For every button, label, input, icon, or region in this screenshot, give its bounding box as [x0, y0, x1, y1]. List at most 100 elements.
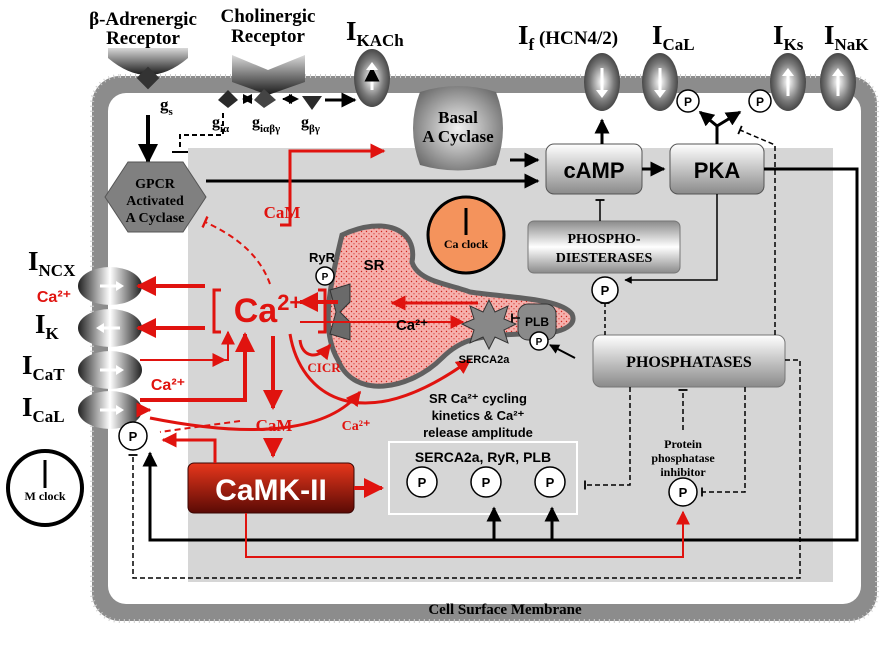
- icat-ca-line: [170, 330, 235, 361]
- pka-to-pde-p: [624, 194, 718, 284]
- icat-label: ICaT: [22, 350, 65, 384]
- sr-cycle-label-3: release amplitude: [423, 425, 533, 440]
- phospho-ryr: P: [315, 266, 335, 286]
- gbg-subunit: [302, 96, 322, 110]
- beta-receptor-label-2: Receptor: [106, 28, 180, 49]
- cholinergic-receptor: [232, 55, 305, 95]
- phosphatase-to-targets: [584, 387, 631, 490]
- svg-text:P: P: [679, 485, 688, 500]
- basal-adenylyl-cyclase: [413, 86, 503, 171]
- cicr-arrow: [298, 339, 332, 361]
- inak-label: INaK: [824, 20, 869, 54]
- inak-channel: [820, 53, 856, 111]
- phospho-ryr-target: P: [470, 466, 502, 498]
- pka-to-iks-p: [716, 110, 742, 128]
- incx-channel: [78, 267, 142, 305]
- phosphatases-label: PHOSPHATASES: [626, 354, 752, 371]
- svg-text:P: P: [601, 283, 610, 298]
- phospho-ppi: P: [668, 477, 698, 507]
- chol-receptor-label-2: Receptor: [231, 26, 305, 47]
- ca-clock-label: Ca clock: [444, 237, 489, 251]
- if-label: If (HCN4/2): [518, 20, 618, 54]
- cytosolic-ca-label: Ca2+: [234, 290, 303, 330]
- ca-to-icat-arrow: [149, 390, 362, 431]
- cam-top-label: CaM: [264, 203, 301, 222]
- ppi-label-3: inhibitor: [660, 465, 706, 479]
- gbg-label: gβγ: [301, 114, 320, 135]
- cicr-label: CICR: [307, 360, 341, 375]
- iks-label: IKs: [773, 20, 804, 54]
- svg-text:P: P: [129, 429, 138, 444]
- ca-bracket-left: [212, 288, 221, 334]
- svg-text:P: P: [482, 475, 491, 490]
- ik-label: IK: [35, 309, 60, 343]
- svg-text:P: P: [684, 95, 692, 109]
- gpcr-adenylyl-cyclase: [104, 161, 207, 233]
- phosphatase-to-ppi-p: [701, 387, 746, 497]
- ical-left-label: ICaL: [22, 392, 65, 426]
- ca-to-cam-top: [280, 143, 386, 227]
- phospho-plb-target: P: [534, 466, 566, 498]
- ik-channel: [78, 309, 142, 347]
- release-ca-label: Ca²⁺: [342, 419, 371, 434]
- cam-bottom-label: CaM: [256, 416, 293, 435]
- targets-box: [388, 441, 578, 515]
- targets-label: SERCA2a, RyR, PLB: [415, 449, 551, 465]
- ical-top-channel: [642, 53, 678, 111]
- ca-clock: [426, 195, 506, 275]
- pde-label-1: PHOSPHO-: [567, 232, 640, 247]
- incx-label: INCX: [28, 246, 76, 280]
- ikach-channel: [354, 49, 390, 107]
- basal-cyclase-label-2: A Cyclase: [422, 127, 494, 146]
- camkii-to-ppi-p: [245, 510, 690, 558]
- ca-bracket-right: [318, 288, 327, 334]
- m-clock-label: M clock: [25, 489, 66, 503]
- sr-label: SR: [364, 257, 385, 274]
- pka-to-plb-p: [549, 344, 576, 359]
- gia-label: giα: [212, 114, 230, 135]
- ikach-label: IKACh: [346, 16, 404, 50]
- phosphatases-box: [592, 334, 786, 388]
- svg-text:P: P: [756, 95, 764, 109]
- pka-to-left-ical: [142, 167, 859, 542]
- iks-channel: [770, 53, 806, 111]
- beta-receptor-label-1: β-Adrenergic: [89, 9, 197, 30]
- if-channel: [584, 53, 620, 111]
- sr-ca-label: Ca²⁺: [396, 317, 428, 334]
- giabg-label: giαβγ: [252, 114, 280, 135]
- serca-label: SERCA2a: [459, 354, 511, 366]
- gi-abg-subunit: [254, 89, 276, 108]
- svg-text:P: P: [322, 272, 329, 283]
- membrane-label: Cell Surface Membrane: [428, 602, 582, 618]
- camkii-label: CaMK-II: [215, 474, 327, 507]
- phospho-iks: P: [748, 89, 772, 113]
- phosphatase-to-left-p: [128, 359, 801, 579]
- serca2a-pump: [460, 298, 518, 351]
- icat-channel: [78, 351, 142, 389]
- chol-receptor-label-1: Cholinergic: [221, 6, 316, 27]
- gi-inhibit-line: [179, 113, 224, 150]
- beta-adrenergic-receptor: [108, 48, 188, 90]
- m-clock: [6, 449, 84, 527]
- svg-text:P: P: [536, 337, 543, 348]
- gpcr-cyclase-label-3: A Cyclase: [126, 211, 185, 226]
- camp-label: cAMP: [563, 158, 624, 183]
- ppi-label-1: Protein: [664, 437, 702, 451]
- phospho-ical-top: P: [676, 89, 700, 113]
- ical-ca-label: Ca²⁺: [151, 377, 185, 394]
- gi-alpha-subunit: [218, 90, 238, 108]
- svg-text:P: P: [418, 475, 427, 490]
- gpcr-cyclase-label-1: GPCR: [135, 177, 176, 192]
- phospho-serca: P: [406, 466, 438, 498]
- membrane-dots: [90, 74, 879, 623]
- phospho-pde: P: [591, 276, 619, 304]
- sr-cycle-label-2: kinetics & Ca²⁺: [432, 408, 525, 423]
- plb-label: PLB: [525, 315, 549, 329]
- sr-cycle-label-1: SR Ca²⁺ cycling: [429, 391, 527, 406]
- svg-text:P: P: [546, 475, 555, 490]
- ryr-label: RyR: [309, 250, 336, 265]
- phospho-ical-left: P: [118, 421, 148, 451]
- gs-label: gs: [160, 95, 174, 118]
- ppi-label-2: phosphatase: [651, 451, 715, 465]
